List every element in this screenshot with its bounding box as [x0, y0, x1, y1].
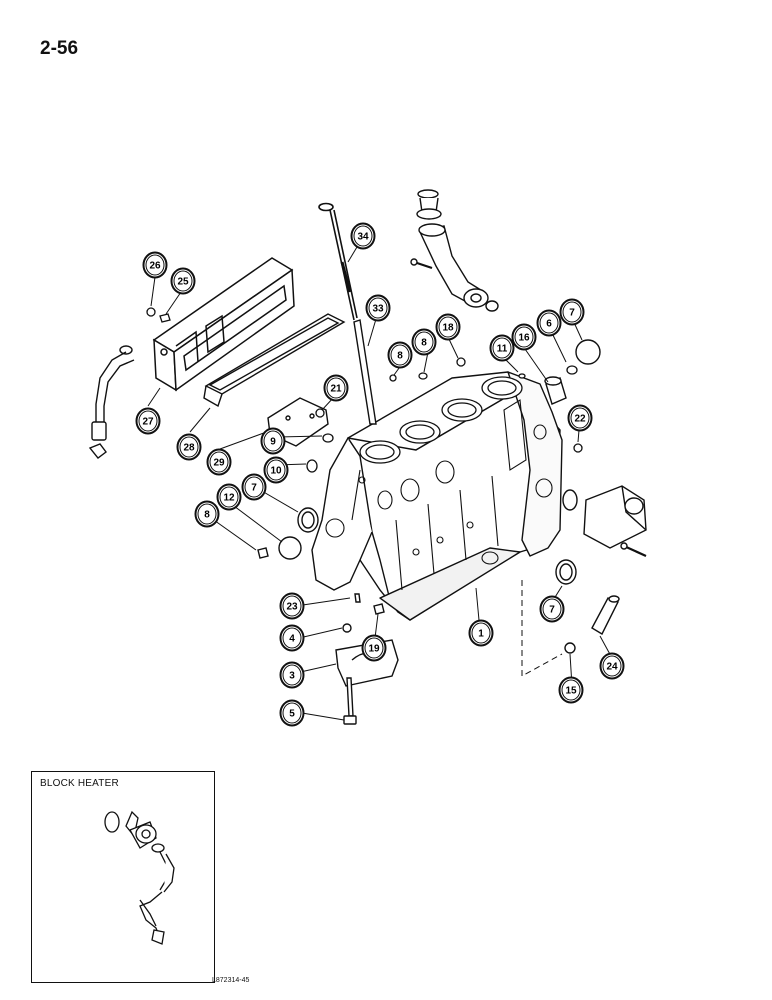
callout-label: 9	[270, 437, 276, 448]
block-heater-inset: BLOCK HEATER	[31, 771, 215, 983]
callout-12: 12	[216, 483, 242, 511]
callout-18: 18	[435, 313, 461, 341]
callout-8: 8	[387, 341, 413, 369]
callout-label: 34	[357, 232, 369, 243]
callout-label: 15	[565, 686, 577, 697]
callout-label: 26	[149, 261, 161, 272]
callout-label: 8	[204, 510, 210, 521]
dipstick	[318, 202, 358, 321]
bolt-26-nut-25	[146, 307, 171, 323]
callout-label: 18	[442, 323, 454, 334]
page-number: 2-56	[40, 38, 79, 59]
callout-21: 21	[323, 374, 349, 402]
callout-22: 22	[567, 404, 593, 432]
callout-25: 25	[170, 267, 196, 295]
expansion-plug	[575, 339, 601, 365]
callout-6: 6	[536, 309, 562, 337]
valve-cover-gasket	[203, 313, 346, 408]
callout-27: 27	[135, 407, 161, 435]
callout-8: 8	[194, 500, 220, 528]
callout-11: 11	[489, 334, 515, 362]
callout-7: 7	[559, 298, 585, 326]
callout-19: 19	[361, 634, 387, 662]
callout-1: 1	[468, 619, 494, 647]
callout-label: 29	[213, 458, 225, 469]
callout-label: 11	[497, 344, 508, 355]
callout-label: 5	[289, 709, 295, 720]
valve-cover	[152, 257, 295, 392]
block-heater-illustration	[104, 810, 175, 945]
callout-15: 15	[558, 676, 584, 704]
block-details	[325, 399, 553, 591]
callout-23: 23	[279, 592, 305, 620]
callout-label: 16	[518, 333, 530, 344]
callout-label: 7	[251, 483, 257, 494]
callout-label: 1	[478, 629, 484, 640]
callout-label: 8	[421, 338, 427, 349]
callout-markers: 34 26 25 33 7 18 8 6 16 11 8 27 28 21 29 9 22 10 7 12 8 23 4 19…	[135, 222, 625, 727]
thermostat-housing	[410, 189, 499, 312]
callout-label: 19	[368, 644, 380, 655]
inset-title: BLOCK HEATER	[40, 778, 119, 789]
callout-9: 9	[260, 427, 286, 455]
water-pump-housing	[562, 485, 647, 558]
dipstick-tube	[353, 319, 377, 425]
callout-7: 7	[241, 473, 267, 501]
callout-label: 22	[574, 414, 586, 425]
callout-label: 10	[270, 466, 282, 477]
lower-right-parts	[555, 559, 620, 654]
callout-7: 7	[539, 595, 565, 623]
callout-label: 7	[569, 308, 575, 319]
callout-label: 33	[372, 304, 384, 315]
callout-5: 5	[279, 699, 305, 727]
callout-label: 23	[286, 602, 298, 613]
callout-3: 3	[279, 661, 305, 689]
callout-label: 6	[546, 319, 552, 330]
callout-label: 27	[142, 417, 154, 428]
callout-8: 8	[411, 328, 437, 356]
callout-34: 34	[350, 222, 376, 250]
cylinder-bores	[359, 376, 523, 464]
callout-label: 4	[289, 634, 295, 645]
bushing	[544, 376, 567, 405]
callout-26: 26	[142, 251, 168, 279]
callout-label: 21	[330, 384, 342, 395]
callout-33: 33	[365, 294, 391, 322]
callout-label: 12	[223, 493, 235, 504]
callout-29: 29	[206, 448, 232, 476]
callout-label: 8	[397, 351, 403, 362]
callout-4: 4	[279, 624, 305, 652]
callout-28: 28	[176, 433, 202, 461]
seals	[257, 507, 319, 560]
callout-label: 3	[289, 671, 295, 682]
cylinder-block	[311, 371, 563, 621]
callout-24: 24	[599, 652, 625, 680]
callout-10: 10	[263, 456, 289, 484]
drawing-code: L872314-45	[212, 977, 250, 984]
dashed-leader	[521, 580, 563, 677]
callout-16: 16	[511, 323, 537, 351]
callout-label: 24	[606, 662, 618, 673]
callout-label: 7	[549, 605, 555, 616]
callout-label: 28	[183, 443, 195, 454]
small-parts	[306, 357, 583, 473]
callout-label: 25	[177, 277, 189, 288]
breather-hose	[88, 345, 135, 459]
